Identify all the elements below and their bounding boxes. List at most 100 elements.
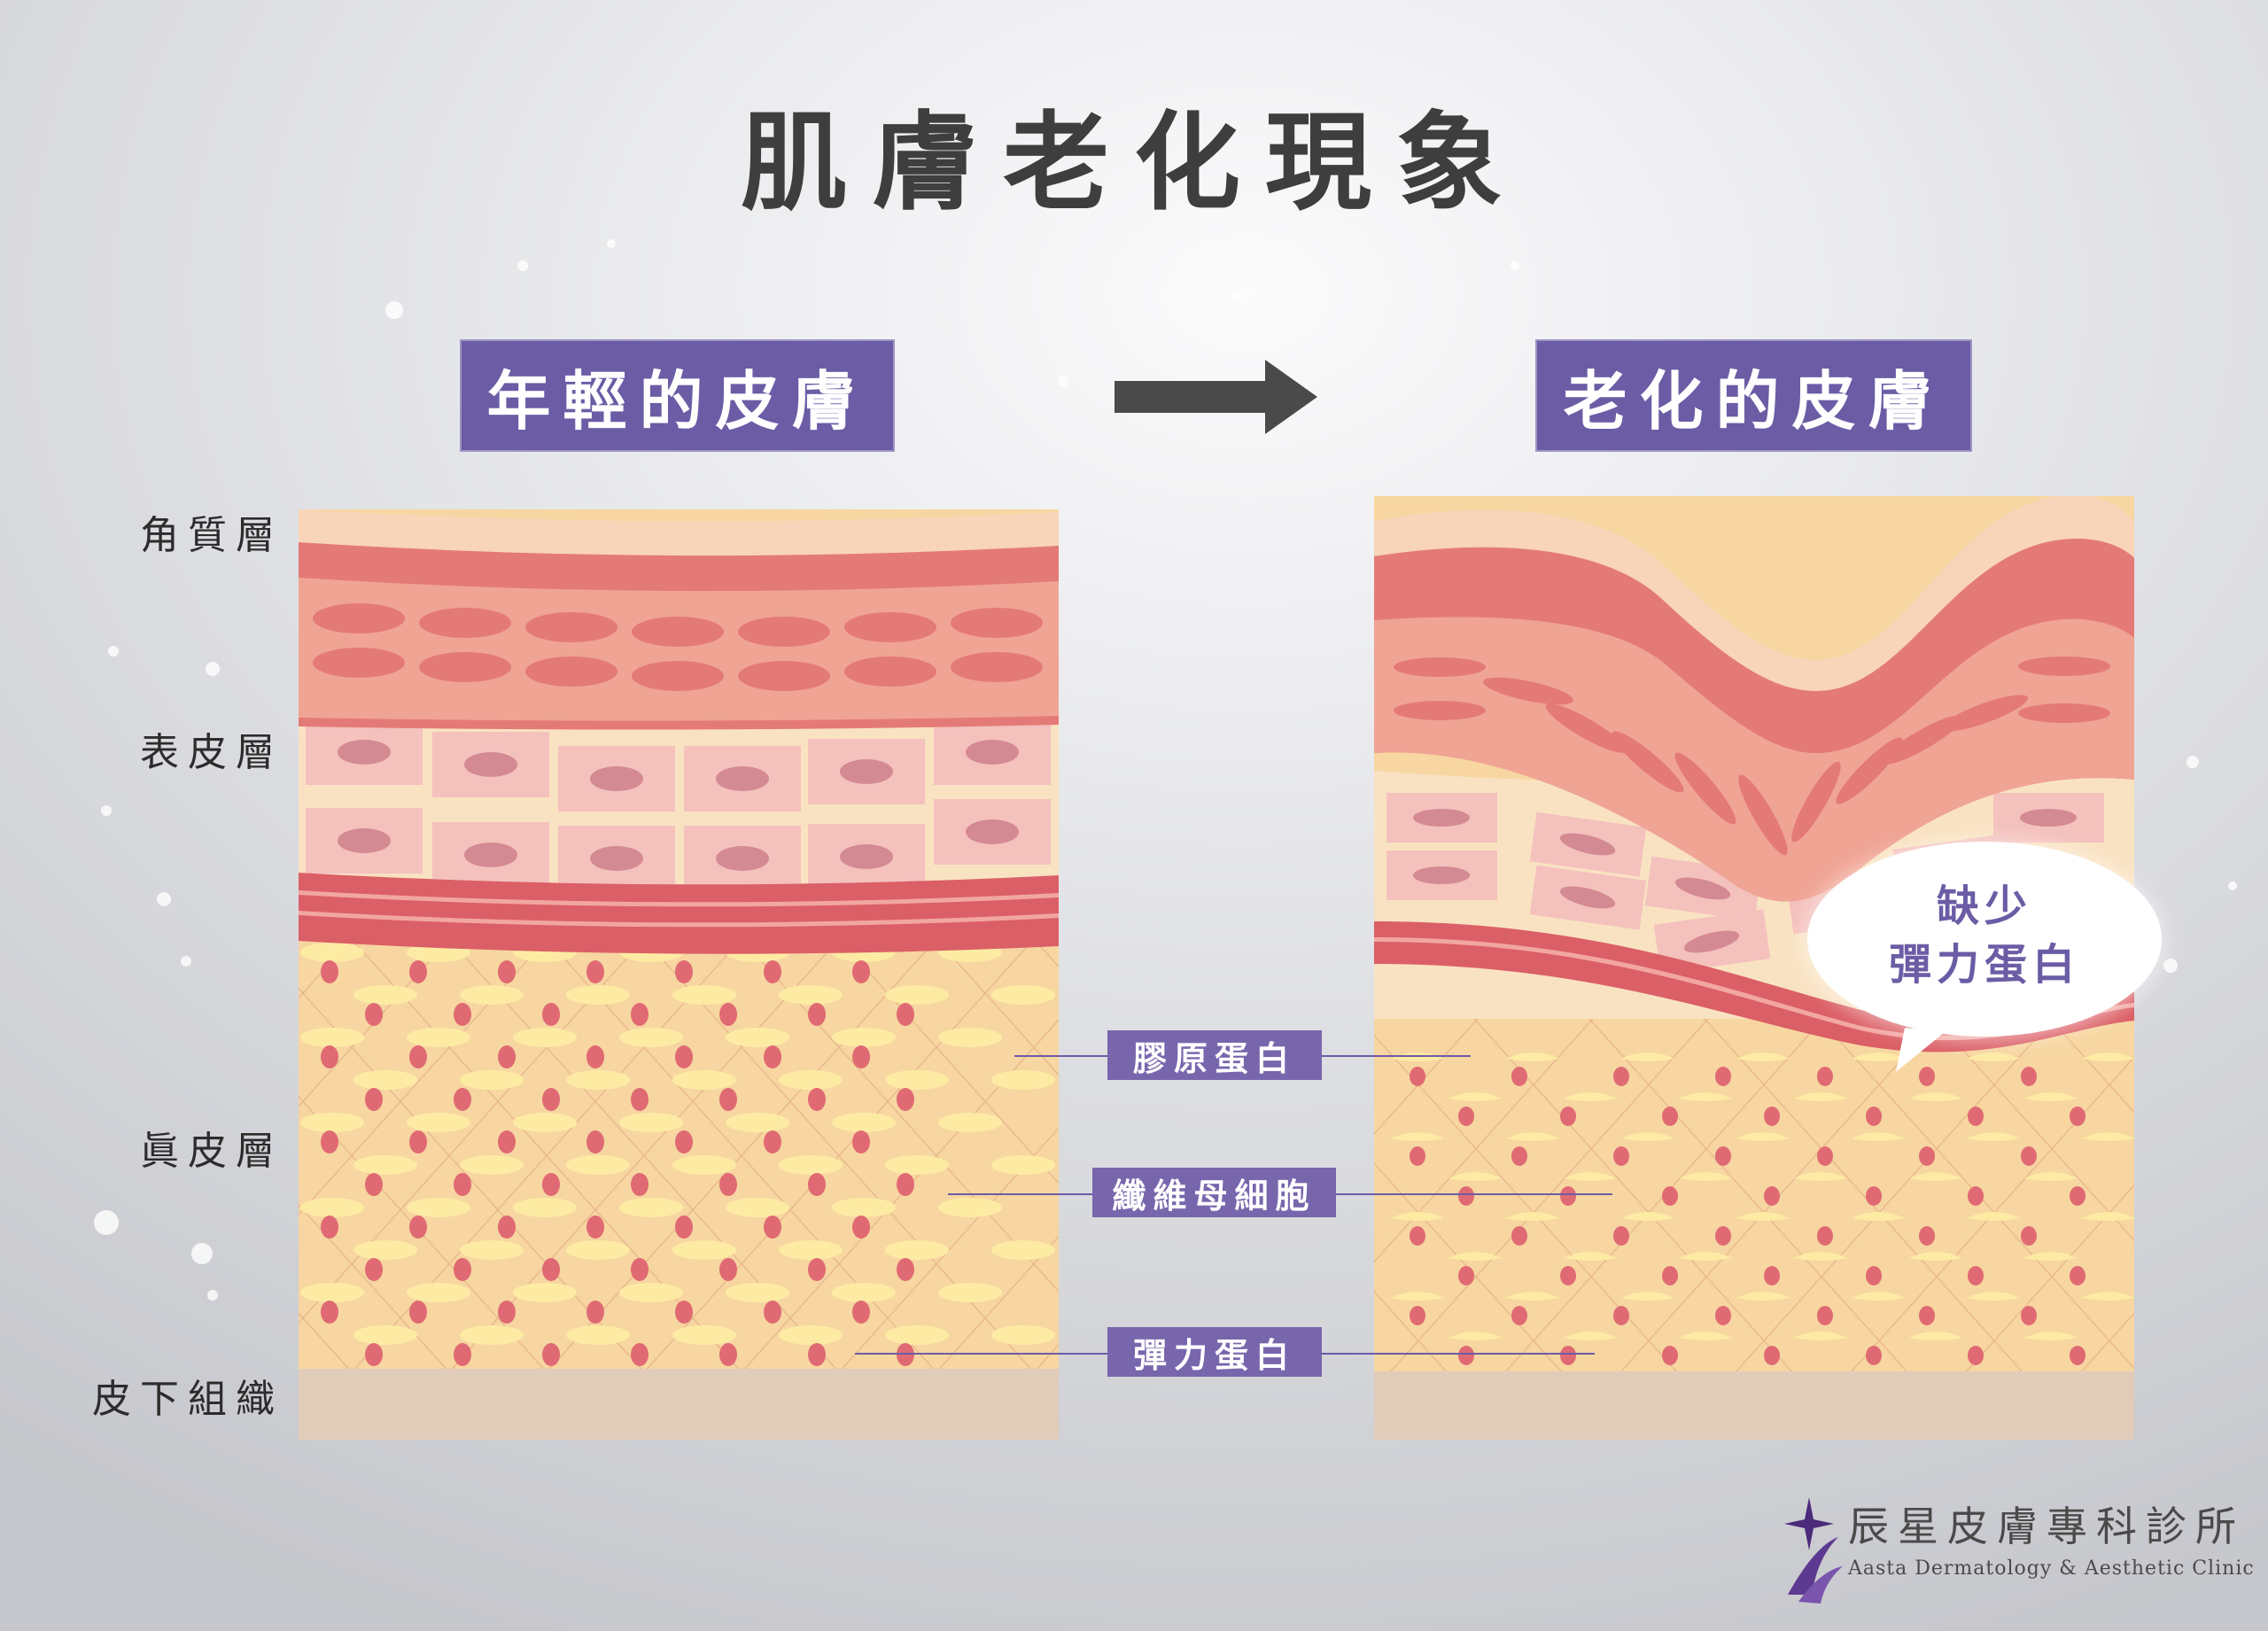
elastin-dot [631,1173,649,1196]
keratinocyte [313,648,405,678]
elastin-dot [365,1258,383,1281]
fibroblast [1852,1132,1905,1141]
fibroblast [832,1028,896,1047]
sparkle [207,1290,218,1301]
elastin-dot [1715,1226,1731,1246]
cell-nucleus [840,844,893,869]
elastin-dot [1764,1107,1780,1126]
sparkle [517,260,528,271]
keratinocyte [419,652,511,682]
bubble-line-1: 缺少 [1936,882,2032,931]
mesh-line [545,938,937,1374]
fibroblast [2024,1332,2078,1340]
cell-nucleus [840,759,893,784]
elastin-dot [1968,1107,1984,1126]
fibroblast [1794,1332,1847,1340]
clinic-name: 辰星皮膚專科診所 [1848,1503,2245,1550]
sparkle [206,662,220,676]
elastin-dot [321,1215,338,1239]
subcutaneous-layer [299,1369,1059,1440]
cell-nucleus [590,846,643,871]
fibroblast [353,1240,417,1260]
fibroblast [1967,1212,2020,1221]
mesh-line [1374,956,1534,1136]
elastin-dot [1511,1067,1527,1086]
callout-lines [855,1055,1612,1355]
fibroblast [2082,1212,2134,1221]
fibroblast [566,1070,630,1090]
mesh-line [642,938,1035,1374]
mesh-line [1964,1184,2134,1374]
sparkle [2228,882,2237,890]
keratinocyte [951,608,1043,638]
mesh-line [299,938,450,1108]
elastin-dot [321,960,338,983]
cell-nucleus [966,819,1019,844]
layer-label-subcutaneous: 皮下組織 [92,1377,284,1422]
fibroblast [1564,1332,1617,1340]
elastin-dot [586,960,604,983]
fibroblast [1391,1132,1444,1141]
fibroblast [885,1155,949,1175]
elastin-dot [675,1215,693,1239]
fibroblast [2024,1252,2078,1261]
elastin-dot [2021,1226,2037,1246]
elastin-dot [1817,1146,1833,1166]
elastin-dot [719,1003,737,1026]
elastin-dot [586,1215,604,1239]
elastin-dot [2021,1306,2037,1325]
clinic-english-name: Aasta Dermatology & Aesthetic Clinic [1848,1557,2255,1580]
keratinocyte [632,617,724,647]
fibroblast [300,1113,364,1132]
fibroblast [1679,1332,1732,1340]
fibroblast [407,1028,470,1047]
fibroblast [1621,1212,1674,1221]
elastin-dot [2070,1186,2085,1206]
fibroblast [726,1283,789,1302]
elastin-dot [1919,1067,1935,1086]
fibroblast [1391,1292,1444,1301]
page-title: 肌膚老化現象 [741,102,1527,225]
aged-skin-label: 老化的皮膚 [1535,339,1972,452]
elastin-dot [631,1088,649,1111]
fibroblast [1736,1292,1790,1301]
elastin-dot [852,1130,870,1153]
elastin-dot [1662,1107,1678,1126]
layer-label-epidermis: 表皮層 [140,730,284,775]
elastin-dot [542,1173,560,1196]
fibroblast [1564,1172,1617,1181]
elastin-dot [1410,1306,1425,1325]
fibroblast [460,985,524,1005]
mesh-line [936,938,1059,1076]
elastin-dot [1458,1107,1474,1126]
elastin-dot [1817,1067,1833,1086]
cell-nucleus [1413,809,1470,827]
keratinocyte [1940,695,2029,732]
elastin-dot [897,1258,914,1281]
elastin-dot [852,960,870,983]
elastin-dot [1458,1266,1474,1285]
elastin-dot [764,960,781,983]
fibroblast [460,1240,524,1260]
elastin-dot [897,1003,914,1026]
keratinocyte [1836,737,1903,804]
sparkle [108,646,119,656]
fibroblast [2024,1092,2078,1101]
elastin-dot [542,1003,560,1026]
elastin-dot [852,1045,870,1068]
fibroblast [1909,1332,1962,1340]
fibroblast [938,1198,1002,1217]
keratinocyte [738,661,830,691]
elastin-dot [365,1173,383,1196]
fibroblast [1909,1172,1962,1181]
fibroblast [300,1283,364,1302]
elastin-dot [365,1003,383,1026]
young-elastin-dots [321,960,914,1366]
fibroblast [1852,1292,1905,1301]
elastin-dot [2070,1107,2085,1126]
fibroblast [300,943,364,962]
clinic-logo-icon [1784,1497,1843,1604]
elastin-dot [1866,1107,1882,1126]
elastin-dot [1715,1067,1731,1086]
